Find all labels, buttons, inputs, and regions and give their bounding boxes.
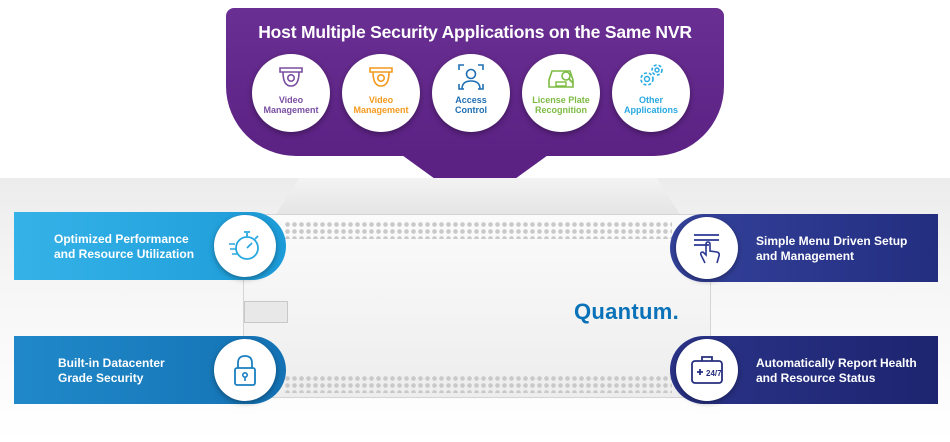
performance-badge [214,215,276,277]
stopwatch-icon [229,231,259,260]
face-id-icon [458,64,484,90]
callout-title: Host Multiple Security Applications on t… [258,22,692,42]
touch-menu-icon [694,234,721,264]
medical-kit-icon: 24/7 [691,356,723,384]
quantum-logo: Quantum. [574,299,680,324]
padlock-icon [234,355,256,386]
server-handle [244,301,288,323]
security-badge [214,339,276,401]
dome-camera-icon [369,67,393,87]
gears-icon [640,64,663,86]
bottom-vent-grille [284,375,672,393]
dome-camera-icon [279,67,303,87]
setup-badge [676,217,738,279]
top-vent-grille [284,221,672,239]
server-top-panel [275,178,681,216]
server-front-panel: Quantum. [243,214,711,398]
car-plate-icon [548,70,574,88]
24-7-label: 24/7 [706,369,722,378]
health-badge: 24/7 [676,339,738,401]
